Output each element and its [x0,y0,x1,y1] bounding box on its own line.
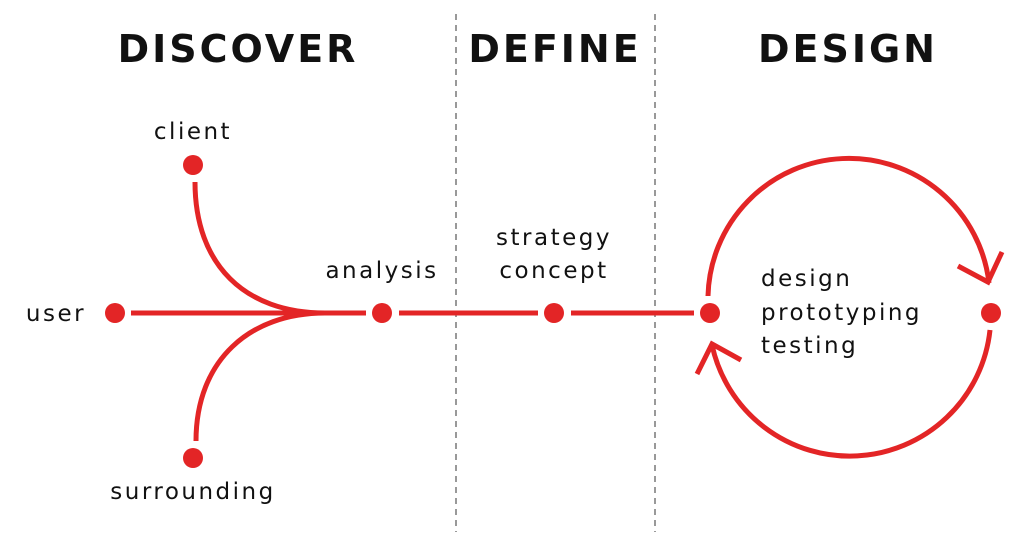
phase-design-heading: DESIGN [758,27,938,71]
arrowhead-left-icon [694,340,743,376]
flow-lines [131,155,1005,459]
design-label: design [761,266,852,292]
strategy-node [544,303,564,323]
user-node [105,303,125,323]
phase-define-heading: DEFINE [468,27,641,71]
surrounding-curve [193,310,326,442]
strategy-label: strategy [496,225,612,251]
design-end-node [981,303,1001,323]
design-loop-top-arc [705,155,992,297]
prototyping-label: prototyping [761,300,922,326]
client-node [183,155,203,175]
surrounding-label: surrounding [110,479,275,505]
concept-label: concept [499,258,608,284]
design-start-node [700,303,720,323]
arrowhead-right-icon [956,250,1005,286]
phase-discover-heading: DISCOVER [118,27,359,71]
client-label: client [154,119,232,145]
user-label: user [26,301,86,327]
analysis-label: analysis [325,258,438,284]
client-curve [192,181,326,316]
surrounding-node [183,448,203,468]
testing-label: testing [761,333,858,359]
design-loop-bottom-arc [709,329,993,459]
analysis-node [372,303,392,323]
